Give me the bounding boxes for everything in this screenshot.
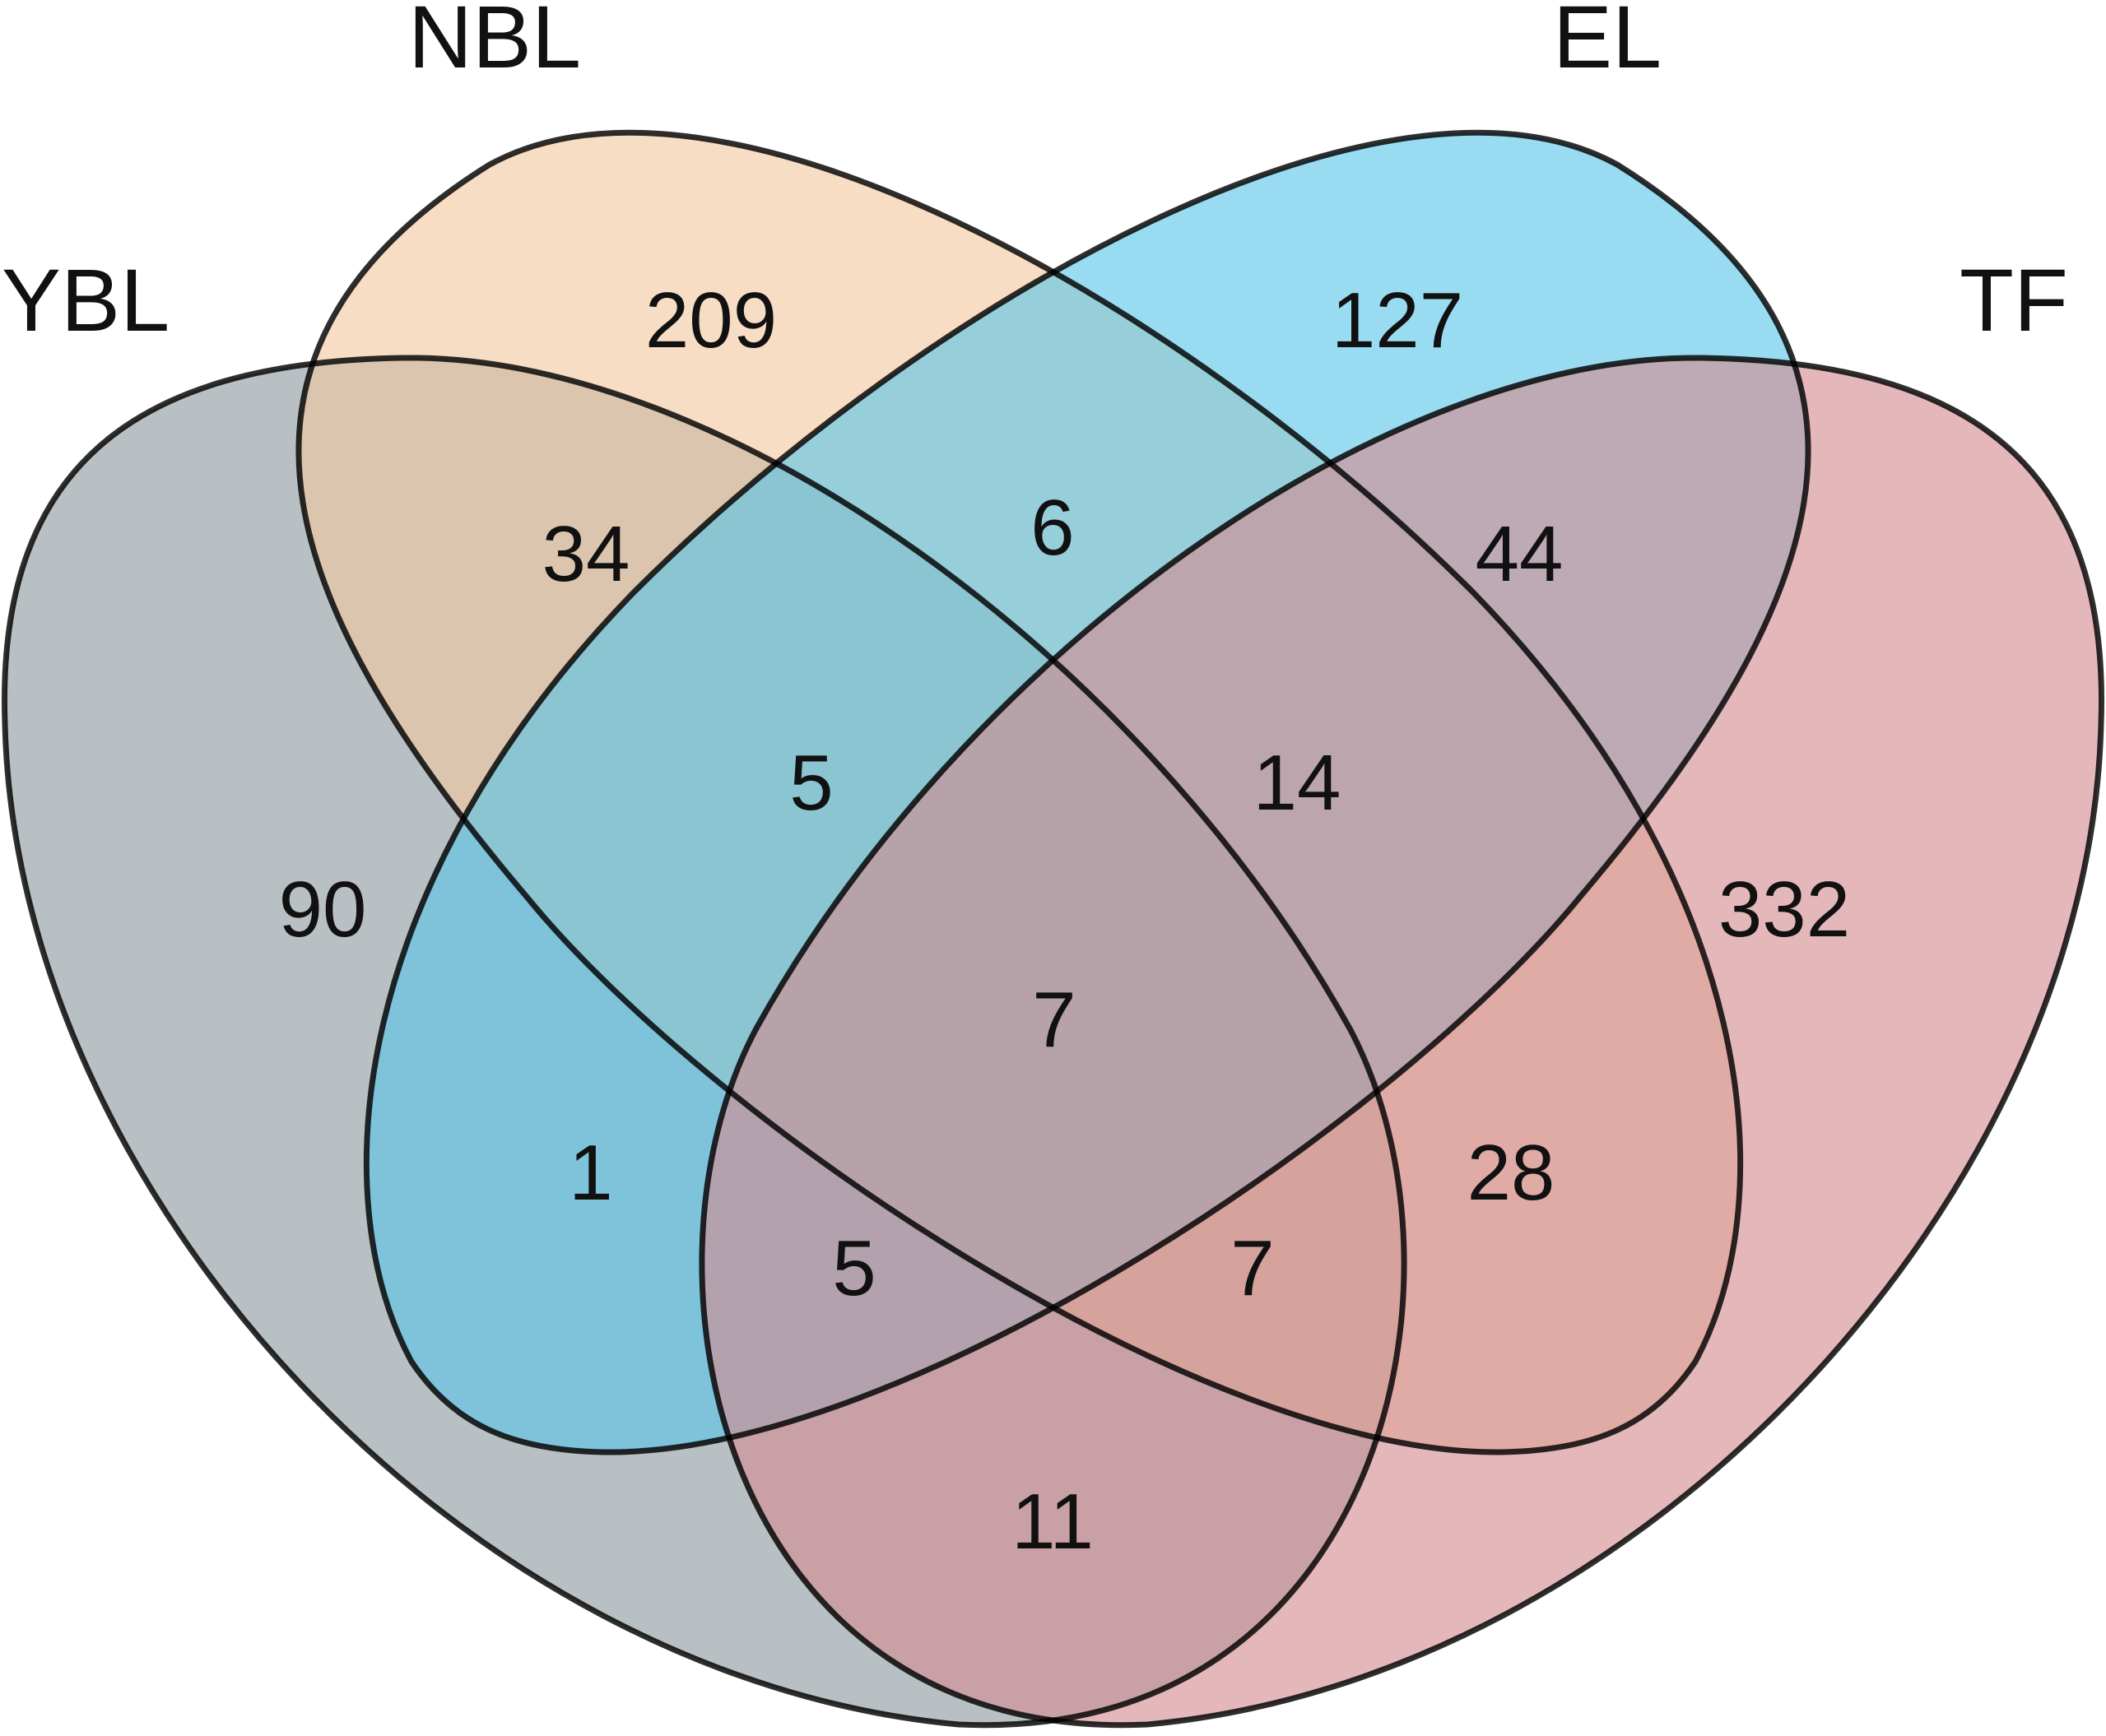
region-count-ybl-tf: 11 — [1011, 1478, 1094, 1566]
set-tf-fill — [701, 357, 2102, 1725]
set-ybl-outline — [1, 355, 1407, 1729]
region-count-el-tf: 44 — [1476, 510, 1564, 598]
set-nbl-outline — [295, 129, 1744, 1455]
region-count-all-four: 7 — [1032, 976, 1076, 1064]
set-tf-outline — [699, 355, 2105, 1729]
set-label-ybl: YBL — [2, 250, 170, 350]
region-count-ybl-nbl-tf: 7 — [1230, 1224, 1274, 1312]
set-label-el: EL — [1553, 0, 1662, 86]
set-label-nbl: NBL — [408, 0, 581, 86]
set-fills — [4, 132, 2102, 1725]
region-count-nbl-el-tf: 14 — [1253, 739, 1341, 827]
region-count-ybl-el-tf: 5 — [832, 1224, 876, 1312]
region-count-tf-only: 332 — [1718, 866, 1850, 954]
region-count-ybl-only: 90 — [279, 866, 367, 954]
set-labels: YBL NBL EL TF — [2, 0, 2068, 350]
region-count-ybl-el: 1 — [569, 1129, 612, 1217]
region-count-nbl-only: 209 — [645, 276, 777, 364]
region-count-ybl-nbl: 34 — [542, 510, 630, 598]
region-count-ybl-nbl-el: 5 — [789, 739, 833, 827]
set-outlines — [1, 129, 2105, 1729]
region-count-nbl-el: 6 — [1030, 484, 1074, 572]
set-el-outline — [363, 129, 1811, 1455]
region-count-nbl-tf: 28 — [1467, 1129, 1555, 1217]
region-count-el-only: 127 — [1332, 276, 1463, 364]
region-counts: 209 127 90 332 34 6 44 5 14 7 1 28 5 7 1… — [279, 276, 1850, 1566]
set-label-tf: TF — [1960, 250, 2068, 350]
